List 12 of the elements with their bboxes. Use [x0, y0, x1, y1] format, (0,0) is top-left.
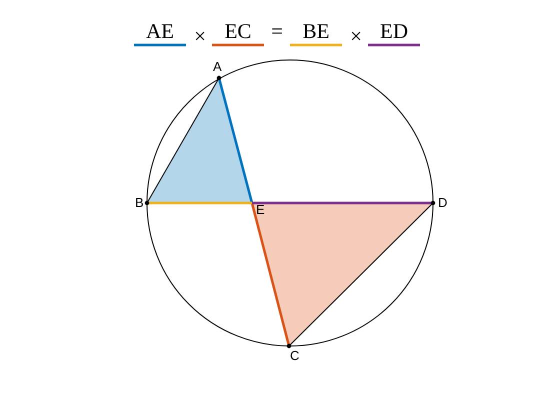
point-label: A [213, 60, 222, 73]
formula-term: BE [302, 21, 330, 42]
point-label: D [438, 196, 448, 209]
formula-term: AE [146, 21, 174, 42]
formula-term: EC [224, 21, 252, 42]
point-label: E [256, 203, 265, 216]
operator-sign: × [194, 26, 206, 47]
point-label: C [290, 349, 300, 362]
point-label: B [135, 196, 144, 209]
formula-term: ED [380, 21, 408, 42]
operator-sign: = [271, 21, 283, 42]
operator-sign: × [350, 26, 362, 47]
